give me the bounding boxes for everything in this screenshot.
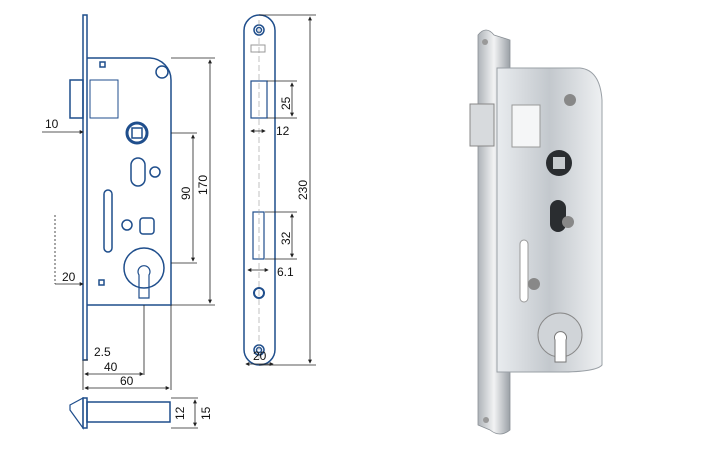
dim-spindle-to-cylinder: 90	[179, 186, 193, 200]
dim-deadbolt-projection: 20	[62, 270, 76, 284]
dim-backset: 40	[104, 360, 118, 374]
dim-bolt-hole-width: 6.1	[277, 265, 294, 279]
strike-dimension-lines	[245, 14, 316, 366]
dim-body-depth: 60	[120, 374, 134, 388]
dim-latch-hole-width: 12	[276, 124, 290, 138]
dim-latch-hole-height: 25	[279, 96, 293, 110]
faceplate	[82, 14, 88, 361]
dim-body-height: 170	[196, 175, 210, 195]
dim-bolt-12: 12	[173, 406, 187, 420]
lock-dimension-lines	[42, 57, 215, 429]
dim-latch-projection: 10	[45, 117, 59, 131]
dim-bolt-hole-height: 32	[279, 231, 293, 245]
lock-body-drawing	[69, 14, 172, 430]
strike-plate-drawing	[243, 14, 276, 366]
lock-product-photo	[469, 29, 603, 435]
latch	[69, 79, 84, 119]
dim-bolt-15: 15	[199, 406, 213, 420]
dim-plate-width: 20	[253, 349, 267, 363]
dim-faceplate-thickness: 2.5	[94, 345, 111, 359]
dim-plate-length: 230	[296, 180, 310, 200]
cylinder-cutout	[123, 247, 165, 289]
spindle-hub	[125, 121, 149, 145]
lock-case	[87, 57, 172, 306]
